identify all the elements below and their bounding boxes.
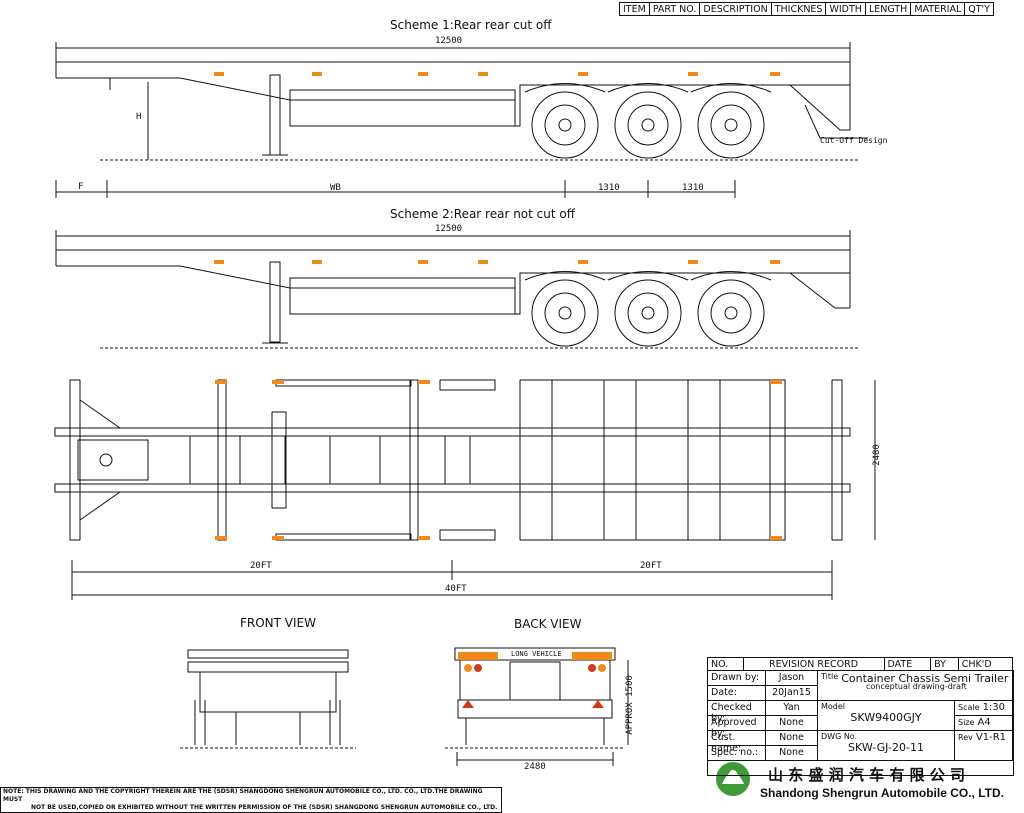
rev-label: Rev: [958, 733, 973, 742]
rev-value: V1-R1: [975, 732, 1007, 743]
parts-header-cell: DESCRIPTION: [699, 2, 772, 16]
title-cell: Title Container Chassis Semi Trailer con…: [818, 671, 1013, 701]
dwg-label: DWG No.: [821, 732, 858, 741]
date-value: 20Jan15: [766, 686, 818, 701]
back-view-width-dim: 2480: [524, 762, 546, 772]
scheme2-title: Scheme 2:Rear rear not cut off: [390, 207, 576, 221]
front-view-title: FRONT VIEW: [240, 616, 317, 630]
back-view-plate: LONG VEHICLE: [511, 650, 562, 658]
scheme2-twistlock-markers: [214, 260, 780, 264]
revision-header-cell: DATE: [883, 657, 932, 671]
note-line-1: NOTE: THIS DRAWING AND THE COPYRIGHT THE…: [3, 788, 483, 803]
revision-header-cell: CHK'D: [957, 657, 1014, 671]
model-cell: Model SKW9400GJY: [818, 701, 955, 731]
model-value: SKW9400GJY: [850, 711, 922, 724]
approved-by-value: None: [766, 716, 818, 731]
scheme1-h-dim: H: [136, 112, 142, 122]
checked-by-value: Yan: [766, 701, 818, 716]
plan-dim-20ft-left: 20FT: [250, 561, 272, 571]
parts-header-cell: QT'Y: [964, 2, 994, 16]
front-view-drawing: [180, 649, 356, 749]
size-value: A4: [977, 717, 991, 728]
parts-header-cell: LENGTH: [864, 2, 912, 16]
model-label: Model: [821, 702, 846, 711]
scale-cell: Scale 1:30: [955, 701, 1013, 716]
drawing-title: Container Chassis Semi Trailer: [841, 672, 1009, 685]
date-label: Date:: [708, 686, 766, 701]
scheme2-side-view: [55, 230, 860, 349]
plan-twistlock-markers: [215, 380, 782, 540]
back-view-drawing: [445, 647, 629, 766]
dwg-cell: DWG No. SKW-GJ-20-11: [818, 731, 955, 761]
company-name-cn: 山 东 盛 润 汽 车 有 限 公 司: [768, 766, 966, 784]
note-line-2: NOT BE USED,COPIED OR EXHIBITED WITHOUT …: [31, 804, 498, 811]
scheme1-dim-axle1: 1310: [598, 183, 620, 193]
title-label: Title: [821, 672, 839, 681]
scheme1-dim-f: F: [78, 182, 84, 192]
parts-header-cell: PART NO.: [648, 2, 701, 16]
back-view-title: BACK VIEW: [514, 617, 582, 631]
approved-by-label: Approved by:: [708, 716, 766, 739]
scheme2-wheels: [531, 279, 765, 347]
plan-width-dim: 2480: [871, 444, 882, 466]
plan-dim-20ft-right: 20FT: [640, 561, 662, 571]
scheme1-dim-axle2: 1310: [682, 183, 704, 193]
drawn-by-label: Drawn by:: [708, 671, 766, 686]
scheme1-side-view: [55, 42, 868, 198]
back-view-lamps: [458, 652, 612, 708]
scale-label: Scale: [958, 703, 980, 712]
scale-value: 1:30: [982, 702, 1006, 713]
plan-view: [54, 379, 876, 600]
revision-header-cell: BY: [930, 657, 959, 671]
plan-dim-40ft: 40FT: [445, 584, 467, 594]
scheme1-twistlock-markers: [214, 72, 780, 76]
scheme2-length-dim: 12500: [435, 224, 463, 234]
parts-header-cell: MATERIAL: [910, 2, 966, 16]
copyright-note: NOTE: THIS DRAWING AND THE COPYRIGHT THE…: [0, 787, 502, 813]
size-cell: Size A4: [955, 716, 1013, 731]
drawing-subtitle: conceptual drawing-draft: [866, 682, 967, 691]
cut-off-callout: Cut-Off Design: [820, 136, 888, 145]
spec-no-value: None: [766, 746, 818, 761]
cust-name-value: None: [766, 731, 818, 746]
parts-header-cell: ITEM: [619, 2, 650, 16]
parts-header-cell: THICKNES: [770, 2, 827, 16]
scheme1-length-dim: 12500: [435, 36, 463, 46]
cust-name-label: Cust. name:: [708, 731, 766, 754]
parts-header-cell: WIDTH: [825, 2, 866, 16]
spec-no-label: Spec. no.:: [708, 746, 766, 761]
revision-header-cell: REVISION RECORD: [742, 657, 885, 671]
checked-by-label: Checked by:: [708, 701, 766, 724]
company-name-en: Shandong Shengrun Automobile CO., LTD.: [760, 786, 1004, 800]
size-label: Size: [958, 718, 975, 727]
scheme1-title: Scheme 1:Rear rear cut off: [390, 18, 552, 32]
scheme1-dim-wb: WB: [330, 183, 341, 193]
revision-header-cell: NO.: [707, 657, 744, 671]
back-view-height-dim: APPROX 1500: [624, 675, 635, 735]
scheme1-wheels: [531, 91, 765, 159]
drawn-by-value: Jason: [766, 671, 818, 686]
title-block: Drawn by: Jason Date: 20Jan15 Checked by…: [707, 670, 1014, 776]
dwg-value: SKW-GJ-20-11: [848, 741, 924, 754]
rev-cell: Rev V1-R1: [955, 731, 1013, 761]
